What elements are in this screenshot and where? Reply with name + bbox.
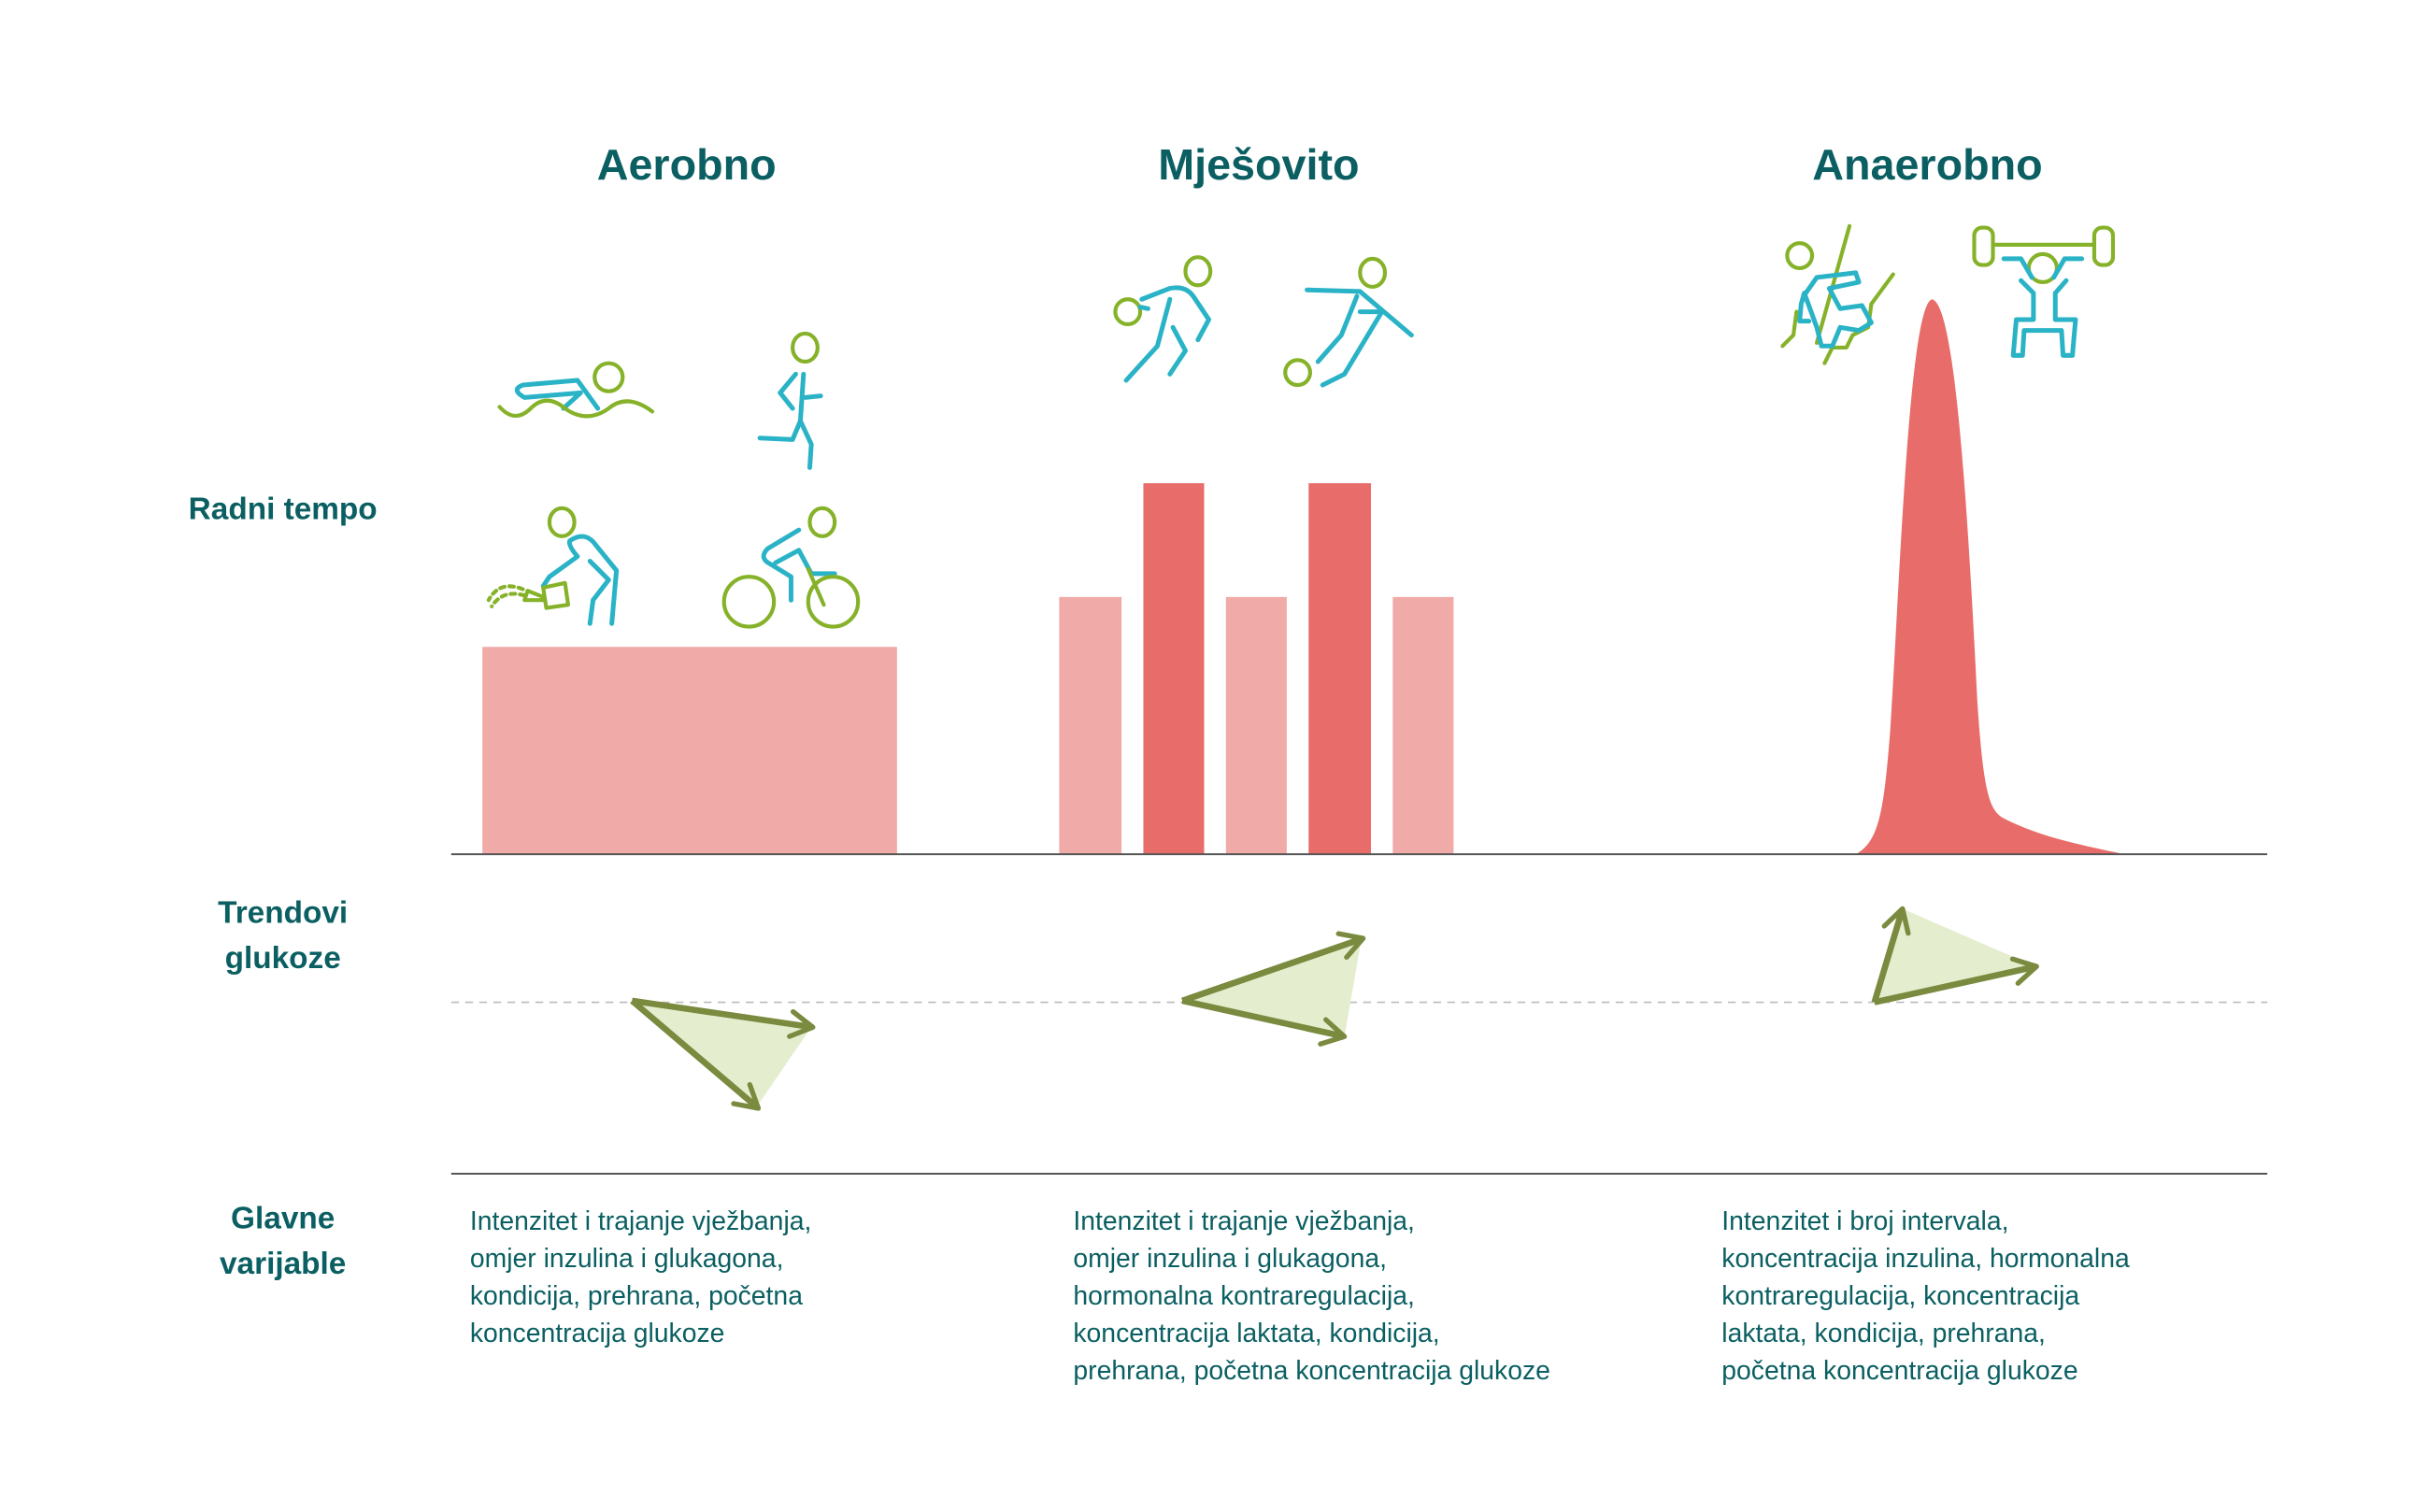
description-line: koncentracija glukoze bbox=[470, 1319, 725, 1348]
column-title-aerobic: Aerobno bbox=[597, 140, 777, 189]
description-line: kontraregulacija, koncentracija bbox=[1721, 1281, 2079, 1311]
description-anaerobic: Intenzitet i broj intervala, koncentraci… bbox=[1721, 1206, 2130, 1386]
description-line: prehrana, početna koncentracija glukoze bbox=[1073, 1356, 1550, 1386]
description-line: Intenzitet i trajanje vježbanja, bbox=[470, 1206, 812, 1236]
mixed-bar-low bbox=[1392, 596, 1454, 855]
climber-icon bbox=[1780, 223, 1895, 365]
glucose-trend-aerobic bbox=[630, 997, 816, 1111]
row-label-glucose-2: glukoze bbox=[225, 941, 341, 976]
gardener-icon bbox=[486, 506, 620, 626]
mixed-bar-high bbox=[1308, 483, 1371, 855]
column-title-anaerobic: Anaerobno bbox=[1812, 140, 2042, 189]
column-title-mixed: Mješovito bbox=[1158, 140, 1359, 189]
description-line: Intenzitet i broj intervala, bbox=[1721, 1206, 2008, 1236]
basketball-player-icon bbox=[1113, 255, 1213, 383]
mixed-bar-high bbox=[1143, 483, 1205, 855]
weightlifter-icon bbox=[1972, 225, 2116, 358]
description-line: omjer inzulina i glukagona, bbox=[470, 1244, 784, 1274]
mixed-bar-low bbox=[1059, 596, 1122, 855]
soccer-player-icon bbox=[1283, 256, 1414, 388]
glucose-trend-mixed bbox=[1181, 931, 1366, 1047]
mixed-bar-low bbox=[1225, 596, 1287, 855]
description-line: Intenzitet i trajanje vježbanja, bbox=[1073, 1206, 1415, 1236]
glucose-trend-anaerobic bbox=[1871, 906, 2039, 1006]
row-label-workload: Radni tempo bbox=[189, 492, 378, 526]
description-line: kondicija, prehrana, početna bbox=[470, 1281, 803, 1311]
description-line: hormonalna kontraregulacija, bbox=[1073, 1281, 1415, 1311]
description-line: omjer inzulina i glukagona, bbox=[1073, 1244, 1387, 1274]
row-label-variables-1: Glavne bbox=[231, 1201, 335, 1235]
swimmer-icon bbox=[497, 361, 655, 419]
row-label-variables-2: varijable bbox=[220, 1247, 346, 1281]
cyclist-icon bbox=[721, 506, 861, 629]
description-line: koncentracija laktata, kondicija, bbox=[1073, 1319, 1439, 1348]
runner-icon bbox=[757, 331, 823, 470]
description-line: početna koncentracija glukoze bbox=[1721, 1356, 2077, 1386]
description-line: laktata, kondicija, prehrana, bbox=[1721, 1319, 2046, 1348]
row-label-glucose-1: Trendovi bbox=[218, 895, 348, 930]
description-aerobic: Intenzitet i trajanje vježbanja, omjer i… bbox=[470, 1206, 812, 1348]
anaerobic-peak bbox=[1855, 299, 2124, 855]
description-line: koncentracija inzulina, hormonalna bbox=[1721, 1244, 2130, 1274]
aerobic-workload-bar bbox=[482, 647, 897, 855]
description-mixed: Intenzitet i trajanje vježbanja, omjer i… bbox=[1073, 1206, 1550, 1386]
